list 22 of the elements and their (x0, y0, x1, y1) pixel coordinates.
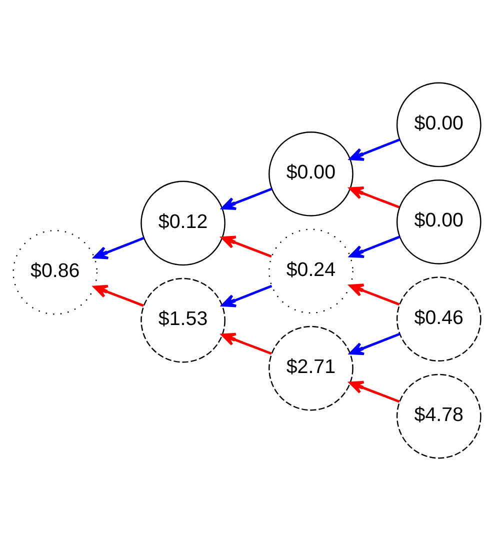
arrow (221, 332, 272, 354)
arrow (221, 284, 272, 307)
arrow (93, 236, 144, 259)
arrow (349, 186, 400, 208)
arrow (349, 380, 400, 402)
arrow (221, 235, 272, 258)
arrow (349, 235, 400, 258)
node-circle: $0.00 (268, 131, 354, 216)
arrow (221, 187, 272, 210)
node-circle: $0.00 (396, 82, 482, 167)
node-circle: $0.00 (396, 178, 482, 264)
arrow (93, 284, 144, 306)
node-circle: $0.24 (268, 228, 354, 314)
node-circle: $0.46 (396, 276, 482, 362)
arrow (349, 332, 400, 355)
node-circle: $0.12 (140, 180, 226, 266)
node-circle: $4.78 (396, 373, 482, 458)
node-circle: $2.71 (268, 325, 354, 410)
arrow (349, 138, 400, 160)
arrow (349, 283, 400, 306)
node-circle: $0.86 (12, 229, 98, 314)
node-circle: $1.53 (140, 277, 226, 362)
